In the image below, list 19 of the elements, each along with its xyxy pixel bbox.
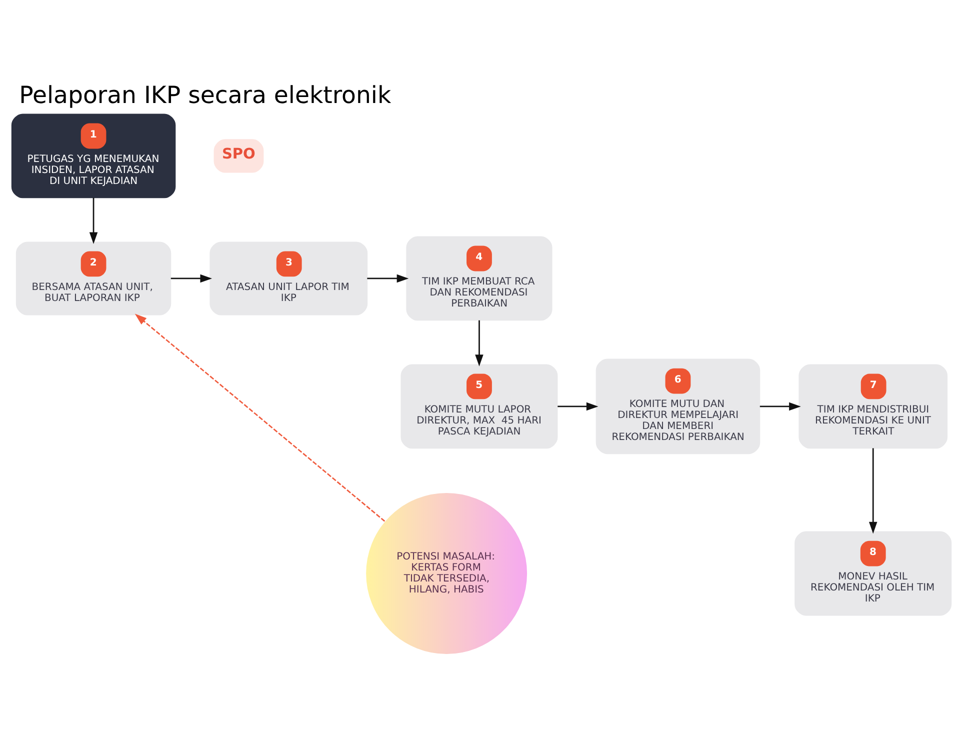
diagram-title: Pelaporan IKP secara elektronik — [19, 81, 392, 110]
node-box: 2 BERSAMA ATASAN UNIT, BUAT LAPORAN IKP — [16, 242, 172, 316]
arrow — [134, 314, 386, 522]
arrow — [760, 402, 801, 411]
node-circle: POTENSI MASALAH: KERTAS FORM TIDAK TERSEDIA, HILANG, HABIS — [365, 492, 528, 655]
arrow — [367, 274, 409, 283]
node-box: 7 TIM IKP MENDISTRIBUI REKOMENDASI KE UNIT TERKAIT — [798, 364, 948, 449]
arrow — [868, 448, 878, 534]
arrow — [170, 274, 212, 283]
node-box: 3 ATASAN UNIT LAPOR TIM IKP — [210, 242, 368, 316]
arrow — [89, 198, 98, 244]
arrow — [558, 402, 598, 411]
node-box: 1 PETUGAS YG MENEMUKAN INSIDEN, LAPOR ATASAN DI UNIT KEJADIAN — [11, 114, 176, 198]
node-box: 6 KOMITE MUTU DAN DIREKTUR MEMPELAJARI DAN MEMBERI REKOMENDASI PERBAIKAN — [596, 358, 760, 454]
node-box: 8 MONEV HASIL REKOMENDASI OLEH TIM IKP — [794, 531, 952, 616]
arrow — [475, 320, 484, 366]
node-box: 4 TIM IKP MEMBUAT RCA DAN REKOMENDASI PERBAIKAN — [406, 236, 552, 321]
node-box: 5 KOMITE MUTU LAPOR DIREKTUR, MAX 45 HARI PASCA KEJADIAN — [400, 364, 558, 449]
label: SPO — [222, 146, 256, 162]
